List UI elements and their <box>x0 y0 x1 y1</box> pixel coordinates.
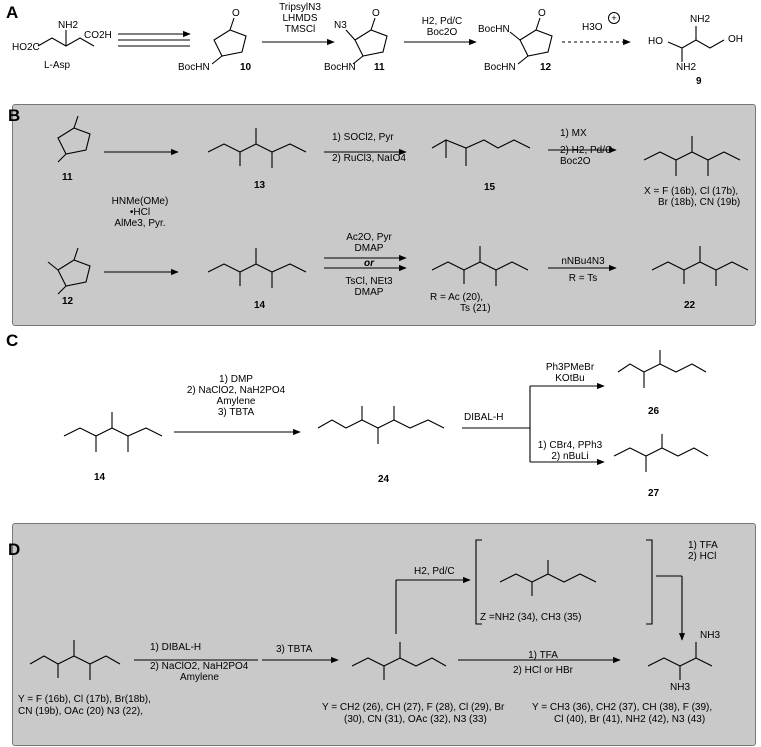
label-c-14: 14 <box>94 472 106 483</box>
reagent-dibal: DIBAL-H <box>464 412 504 423</box>
d-mid-list: Y = CH2 (26), CH (27), F (28), Cl (29), … <box>322 702 505 725</box>
amino-acid-d-right <box>647 657 713 667</box>
amide-d-left <box>29 655 121 665</box>
amide-14c <box>63 427 163 437</box>
lactone-11-o: O <box>372 8 380 19</box>
d-z-list: Z =NH2 (34), CH3 (35) <box>480 612 582 623</box>
d-hydrog: H2, Pd/C <box>414 566 455 577</box>
panel-label-a: A <box>6 3 19 22</box>
amide-13 <box>207 143 307 153</box>
lactone-11b <box>57 127 91 155</box>
label-10: 10 <box>240 62 252 73</box>
asp-nh2: NH2 <box>58 20 79 31</box>
product-9-oh: OH <box>728 34 743 45</box>
d-nh3-bottom: NH3 <box>670 682 691 693</box>
product-9-nh2-bottom: NH2 <box>676 62 697 73</box>
d-nh3-top: NH3 <box>700 630 721 641</box>
h3o-plus: + <box>608 12 620 24</box>
reagent-h3o: H3O <box>582 22 603 33</box>
panel-label-c: C <box>6 331 19 350</box>
or-label: or <box>364 258 374 269</box>
d-right-list: Y = CH3 (36), CH2 (37), CH (38), F (39),… <box>532 702 713 725</box>
lactone-12-o: O <box>538 8 546 19</box>
ester-d-mid <box>351 657 447 667</box>
azide-22 <box>651 261 749 271</box>
asp-co2h: CO2H <box>84 30 112 41</box>
product-9-ho: HO <box>648 36 663 47</box>
lactone-12b <box>57 259 91 287</box>
sat-z <box>499 573 597 583</box>
bracket-right <box>646 539 653 625</box>
lactone-10-o: O <box>232 8 240 19</box>
label-12: 12 <box>540 62 552 73</box>
sulfamidate-15 <box>431 139 531 149</box>
lactone-12 <box>519 29 553 57</box>
d-y-list: Y = F (16b), Cl (17b), Br(18b),CN (19b),… <box>18 694 151 717</box>
lactone-11 <box>354 29 388 57</box>
label-9: 9 <box>696 76 702 87</box>
label-11: 11 <box>374 62 385 73</box>
lactone-12-bochn-top: BocHN <box>478 24 510 35</box>
label-c-24: 24 <box>378 474 390 485</box>
label-b-11: 11 <box>62 172 73 183</box>
amide-16 <box>643 151 741 161</box>
label-b-12: 12 <box>62 296 74 307</box>
label-b-22: 22 <box>684 300 696 311</box>
lactone-10-bochn: BocHN <box>178 62 210 73</box>
label-b-15: 15 <box>484 182 496 193</box>
label-c-27: 27 <box>648 488 660 499</box>
label-b-14: 14 <box>254 300 266 311</box>
panel-label-b: B <box>8 106 21 125</box>
lactone-11-bochn: BocHN <box>324 62 356 73</box>
lactone-10 <box>213 29 247 57</box>
asp-label: L-Asp <box>44 60 71 71</box>
product-9-skeleton <box>667 39 725 49</box>
x-list: X = F (16b), Cl (17b),Br (18b), CN (19b) <box>644 186 741 208</box>
ester-20 <box>431 261 529 271</box>
bracket-left <box>475 539 482 625</box>
lactone-12-bochn: BocHN <box>484 62 516 73</box>
label-b-13: 13 <box>254 180 266 191</box>
panel-b-background <box>12 104 756 326</box>
panel-label-d: D <box>8 540 21 559</box>
panel-d-background <box>12 523 756 746</box>
product-9-nh2-top: NH2 <box>690 14 711 25</box>
amide-14 <box>207 263 307 273</box>
asp-ho2c: HO2C <box>12 42 40 53</box>
alkyne-27 <box>613 447 709 457</box>
label-c-26: 26 <box>648 406 660 417</box>
d-step2: 3) TBTA <box>276 644 313 655</box>
ester-24 <box>317 419 445 429</box>
alkene-26 <box>617 363 707 373</box>
r-list: R = Ac (20),Ts (21) <box>430 292 491 314</box>
lactone-11-n3: N3 <box>334 20 347 31</box>
